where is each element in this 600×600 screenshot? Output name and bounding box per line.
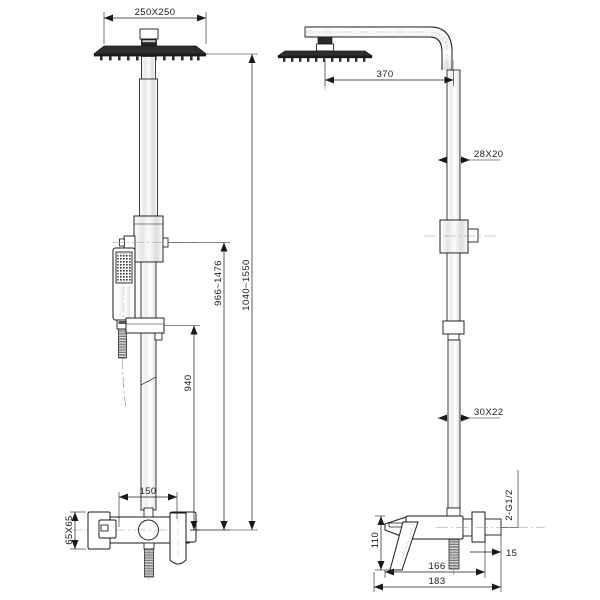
dim-label-upper-riser-section: 28X20 [474,149,503,160]
front-elevation-view: 250X250 150 65X65 940 [64,7,258,580]
bath-spout [143,542,155,580]
dim-label-adjustable-range: 966~1476 [213,260,224,306]
upper-riser-pipe [139,55,158,217]
dim-label-spout-projection: 150 [139,486,156,497]
side-elevation-view: 370 28X20 30X22 2-G1/2 [276,26,545,592]
diverter-body [112,215,196,263]
dimension-slide-bar-height: 940 [164,325,200,531]
lower-riser-pipe [140,261,157,511]
dimension-mixer-depth-inner: 166 [384,558,486,578]
dim-label-mixer-body-size: 65X65 [64,515,75,544]
dim-label-mixer-depth-outer: 183 [428,576,445,587]
dimension-mixer-depth-outer: 183 [373,558,502,592]
dimension-total-height-range: 1040~1550 [190,53,258,531]
side-upper-riser-pipe [446,69,461,221]
side-lower-riser-pipe [447,339,461,509]
slide-bar-bracket [125,317,165,341]
dim-label-mixer-height: 110 [370,532,381,548]
dim-label-inlet-offset: 15 [506,548,517,559]
side-bath-spout [448,538,460,574]
dim-label-total-height-range: 1040~1550 [241,259,252,310]
dimension-lower-riser-section: 30X22 [438,407,503,422]
dimension-upper-riser-section: 28X20 [438,149,503,164]
dim-label-overhead-size: 250X250 [135,7,176,18]
hand-shower-handset [112,247,136,321]
side-mid-riser-pipe [446,252,461,322]
side-wall-mounted-mixer-body [384,507,464,540]
dim-label-lower-riser-section: 30X22 [474,407,503,418]
dim-label-inlet-thread: 2-G1/2 [504,489,515,520]
dimension-adjustable-range: 966~1476 [168,242,230,531]
dimension-inlet-offset: 15 [470,535,517,559]
dimension-inlet-thread: 2-G1/2 [501,470,519,528]
dimension-spout-projection: 150 [118,486,178,527]
side-shower-head-swivel-joint [316,36,334,52]
side-wall-union-inlet [436,511,545,543]
side-overhead-rain-shower-head [276,50,374,90]
wall-union-inlet [87,511,117,550]
curved-shower-arm [304,26,453,70]
dimension-overhead-size: 250X250 [103,7,207,44]
side-diverter-body [424,219,498,254]
dim-label-mixer-depth-inner: 166 [428,561,445,572]
mixer-lever-handle [169,511,197,565]
flexible-hose [116,319,129,409]
shower-head-swivel-joint [139,28,159,47]
dimension-mixer-body-size: 65X65 [64,511,86,550]
dimension-arm-projection: 370 [324,60,454,86]
dim-label-slide-bar-height: 940 [183,374,194,391]
side-slide-bar-bracket [442,320,465,341]
dim-label-arm-projection: 370 [376,69,393,80]
